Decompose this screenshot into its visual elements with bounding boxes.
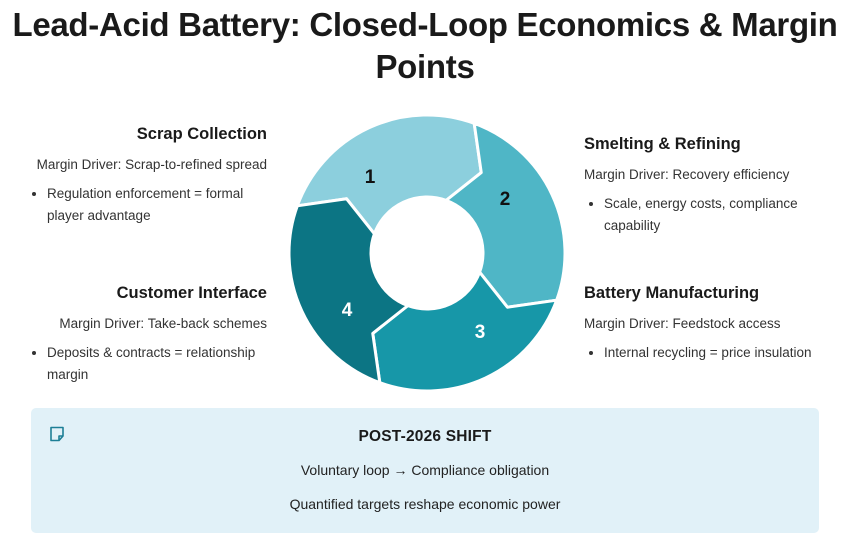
stage-heading: Scrap Collection (136, 125, 267, 143)
callout-line-1: Voluntary loop → Compliance obligation (300, 462, 550, 478)
margin-driver: Margin Driver: Feedstock access (584, 316, 781, 331)
stage-panel-smelting-refining: Smelting & Refining Margin Driver: Recov… (584, 134, 824, 237)
stage-heading: Smelting & Refining (584, 135, 741, 153)
cycle-segment-number: 1 (365, 167, 376, 188)
cycle-segment-battery-manufacturing (371, 270, 559, 393)
stage-panel-scrap-collection: Scrap Collection Margin Driver: Scrap-to… (27, 124, 267, 227)
cycle-diagram: Scrap Collection Margin Driver: Scrap-to… (0, 110, 850, 395)
stage-bullet: Internal recycling = price insulation (604, 342, 824, 364)
cycle-segment-smelting-refining (444, 121, 567, 309)
stage-bullet: Scale, energy costs, compliance capabili… (604, 193, 824, 237)
margin-driver: Margin Driver: Recovery efficiency (584, 167, 790, 182)
note-icon (50, 426, 64, 442)
cycle-segment-number: 4 (342, 300, 353, 321)
stage-bullet: Regulation enforcement = formal player a… (47, 183, 267, 227)
margin-driver: Margin Driver: Take-back schemes (59, 316, 267, 331)
page-title: Lead-Acid Battery: Closed-Loop Economics… (12, 6, 838, 85)
cycle-segment-number: 2 (500, 189, 511, 210)
post-2026-shift-callout: POST-2026 SHIFT Voluntary loop → Complia… (31, 408, 819, 533)
cycle-ring: 1 2 3 4 (287, 113, 567, 393)
cycle-ring-svg: 1 2 3 4 (287, 113, 567, 393)
stage-panel-battery-manufacturing: Battery Manufacturing Margin Driver: Fee… (584, 283, 824, 364)
cycle-segment-number: 3 (475, 322, 486, 343)
stage-heading: Customer Interface (116, 284, 267, 302)
callout-title: POST-2026 SHIFT (358, 428, 492, 445)
callout-line-2: Quantified targets reshape economic powe… (289, 496, 561, 512)
margin-driver: Margin Driver: Scrap-to-refined spread (36, 157, 267, 172)
stage-bullet: Deposits & contracts = relationship marg… (47, 342, 267, 386)
cycle-segment-customer-interface (287, 197, 410, 385)
stage-panel-customer-interface: Customer Interface Margin Driver: Take-b… (27, 283, 267, 386)
cycle-segment-scrap-collection (295, 113, 483, 236)
stage-heading: Battery Manufacturing (584, 284, 760, 302)
